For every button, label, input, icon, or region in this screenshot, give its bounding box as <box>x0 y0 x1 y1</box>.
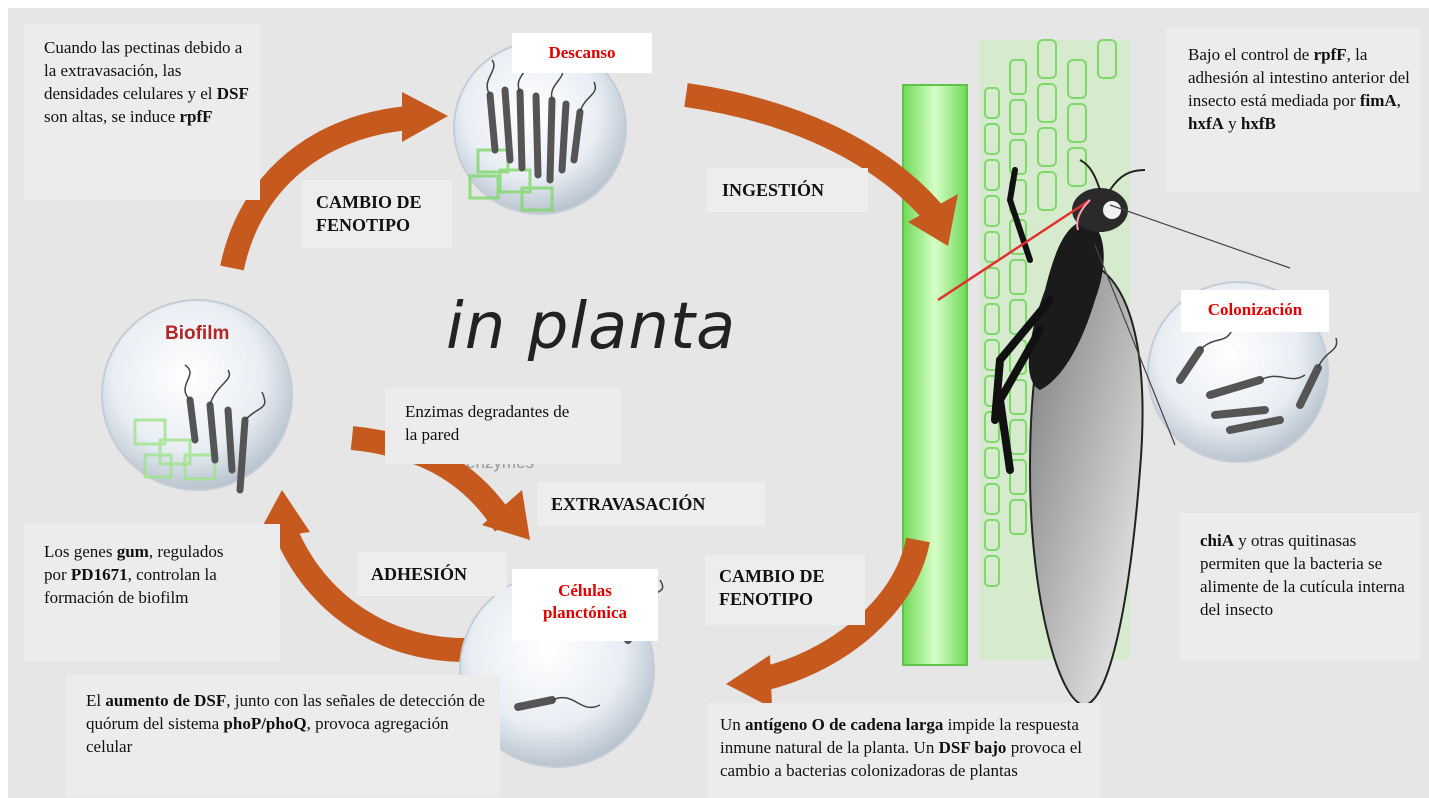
ingestion-label: INGESTIÓN <box>706 168 868 212</box>
note-top-left: Cuando las pectinas debido a la extravas… <box>24 24 260 200</box>
colonizacion-state-label: Colonización <box>1181 290 1329 332</box>
note-bottom-right: Un antígeno O de cadena larga impide la … <box>708 703 1100 798</box>
descanso-state-label: Descanso <box>512 33 652 73</box>
extravasacion-label: EXTRAVASACIÓN <box>537 482 765 526</box>
center-title: in planta <box>446 290 736 364</box>
cambio-fenotipo-bottom-label: CAMBIO DE FENOTIPO <box>705 555 865 625</box>
celulas-state-label: Células planctónica <box>512 569 658 641</box>
note-top-right: Bajo el control de rpfF, la adhesión al … <box>1166 28 1420 192</box>
note-bottom-center-left: El aumento de DSF, junto con las señales… <box>66 675 500 797</box>
note-right: chiA y otras quitinasas permiten que la … <box>1180 513 1420 660</box>
biofilm-state-label: Biofilm <box>165 323 229 345</box>
note-enzimas: Enzimas degradantes de la pared <box>385 388 621 464</box>
cambio-fenotipo-top-label: CAMBIO DE FENOTIPO <box>302 180 452 248</box>
note-bottom-left: Los genes gum, regulados por PD1671, con… <box>24 524 280 661</box>
adhesion-label: ADHESIÓN <box>357 552 507 596</box>
